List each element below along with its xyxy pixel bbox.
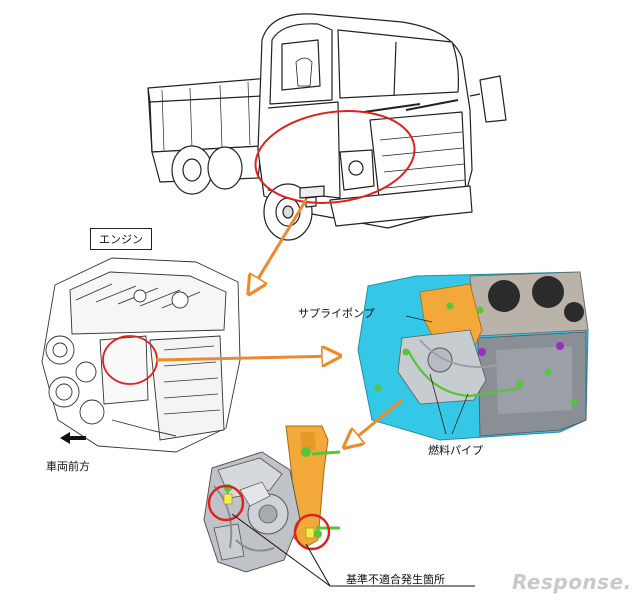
- engine-to-pump-arrow: [155, 356, 338, 360]
- truck-engine-highlight-circle: [254, 110, 416, 204]
- truck-to-engine-arrow: [250, 199, 308, 292]
- engine-block-render: [357, 271, 589, 441]
- nonconformity-label: 基準不適合発生箇所: [346, 573, 445, 586]
- fuel-pipe-leader-lines: [429, 373, 469, 435]
- nonconformity-circle-left: [207, 484, 245, 522]
- vehicle-front-arrow: [60, 432, 86, 444]
- nonconformity-leader-lines: [231, 513, 475, 587]
- response-watermark: Response.: [512, 570, 632, 594]
- truck-illustration: [147, 13, 507, 241]
- fuel-pipe-label: 燃料パイプ: [428, 444, 483, 457]
- supply-pump-leader-line: [405, 315, 433, 323]
- pump-to-closeup-arrow: [346, 398, 403, 446]
- nonconformity-circle-right: [293, 513, 331, 551]
- engine-illustration: [41, 257, 241, 453]
- engine-label: エンジン: [90, 228, 152, 250]
- supply-pump-closeup: [203, 425, 341, 573]
- vehicle-front-label: 車両前方: [46, 460, 90, 473]
- supply-pump-label: サプライポンプ: [298, 307, 375, 320]
